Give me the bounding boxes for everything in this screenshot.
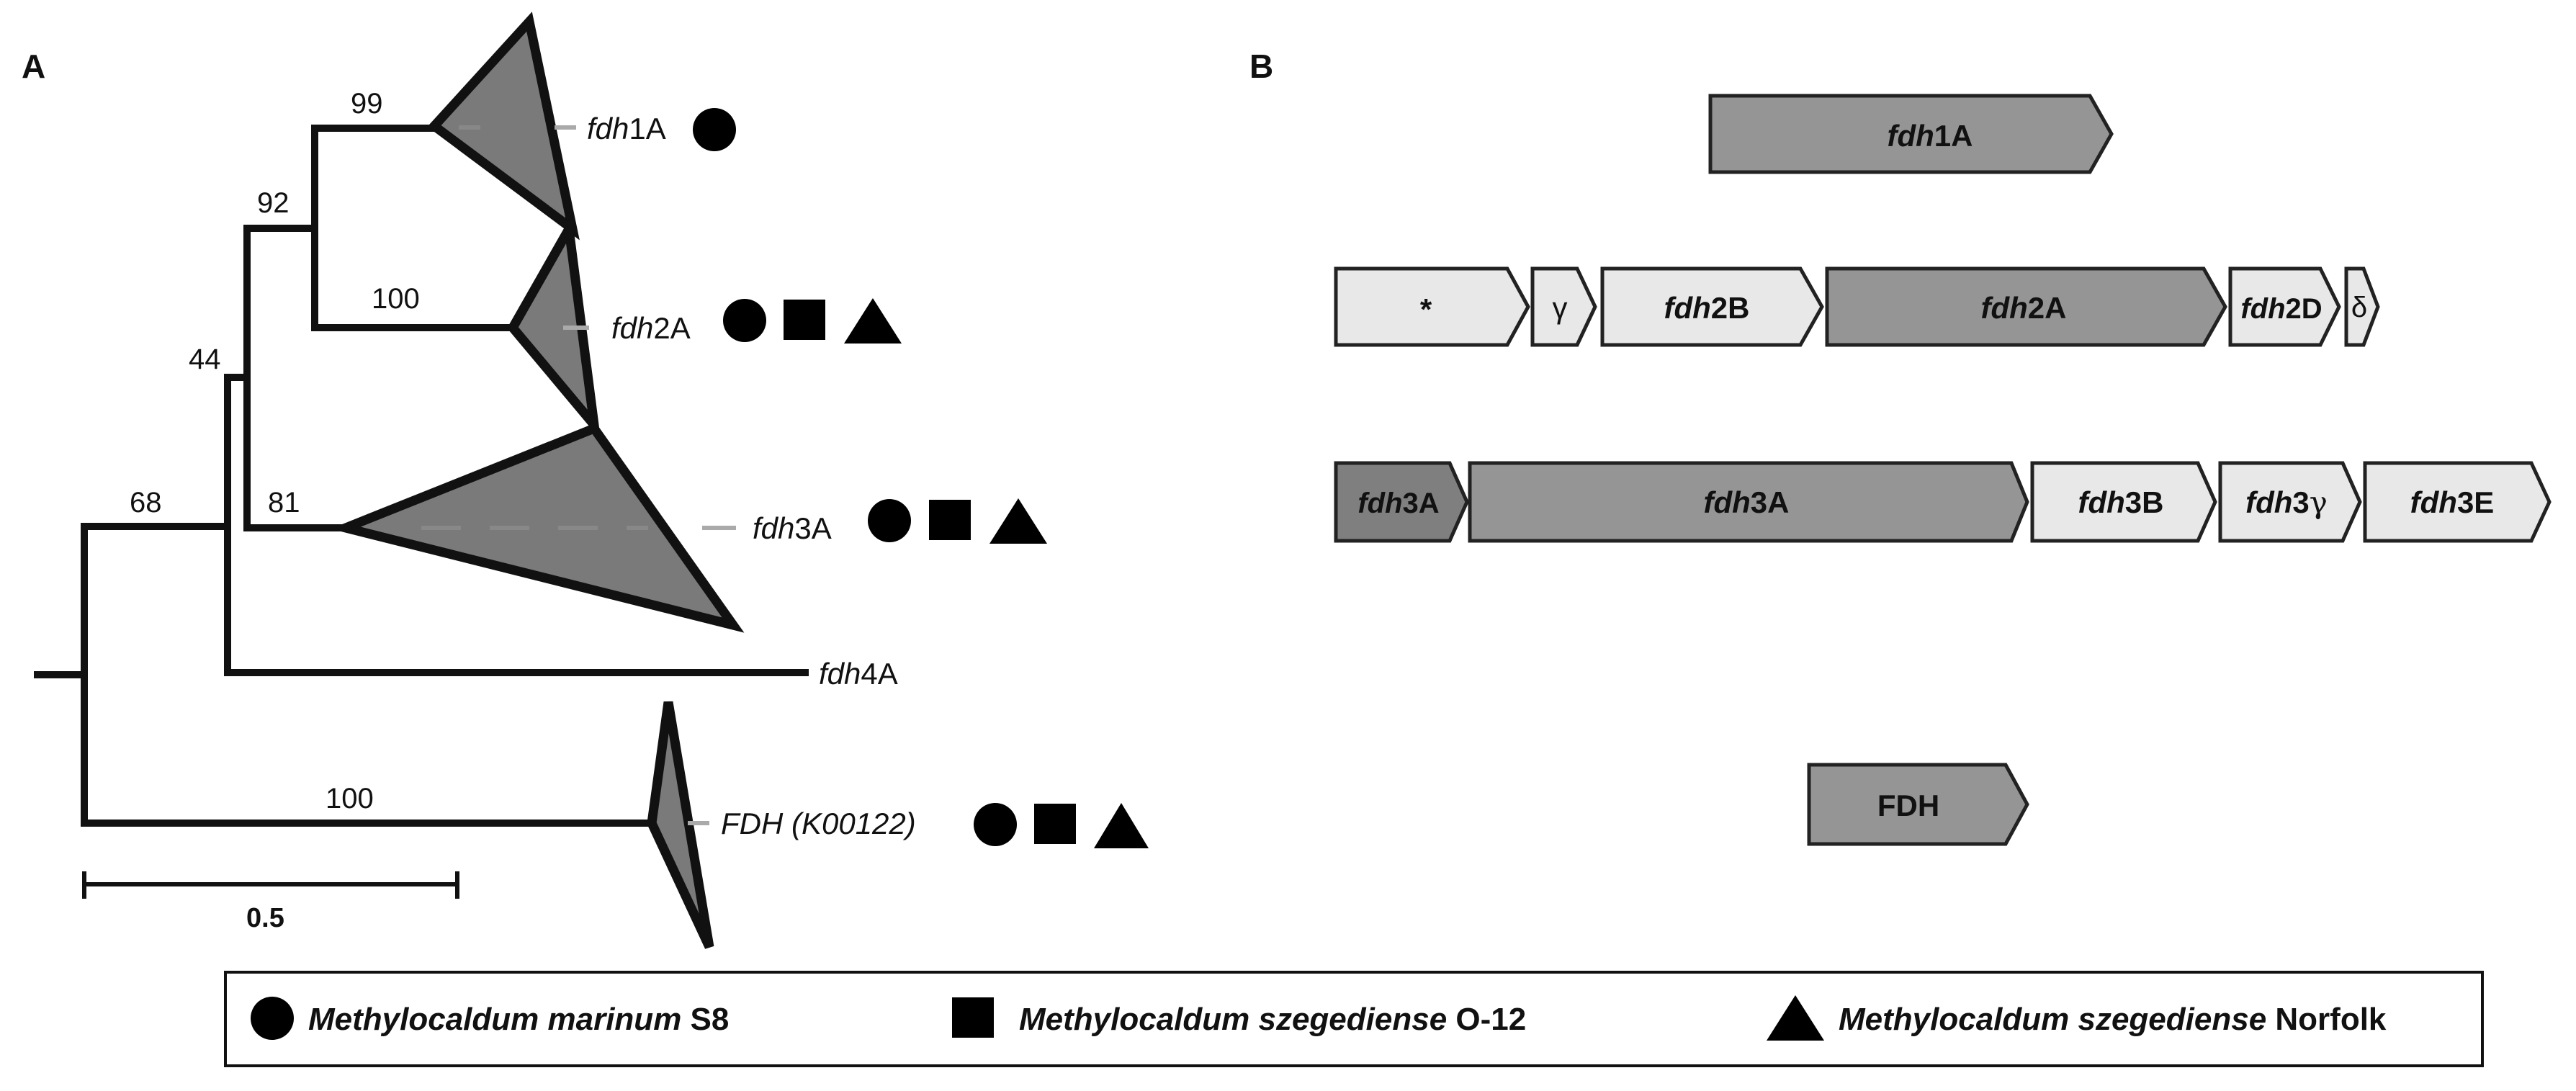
svg-text:fdh3E: fdh3E	[2410, 485, 2495, 519]
gene-clusters: fdh1A * γ fdh2B fdh2A fdh2D δ	[1334, 94, 2552, 846]
svg-text:FDH: FDH	[1877, 789, 1939, 822]
gene-fdh3-gamma: fdh3γ	[2218, 461, 2362, 543]
svg-text:fdh2D: fdh2D	[2240, 293, 2322, 325]
species-markers	[693, 108, 1149, 848]
legend-item-szegediense-norfolk: Methylocaldum szegediense Norfolk	[1839, 1002, 2387, 1037]
gene-fdh1a: fdh1A	[1708, 94, 2114, 174]
scale-bar-label: 0.5	[246, 903, 284, 933]
collapsed-clades	[330, 12, 745, 949]
bootstrap-81: 81	[268, 487, 300, 518]
scale-bar	[82, 871, 459, 899]
legend-item-szegediense-o12: Methylocaldum szegediense O-12	[1019, 1002, 1526, 1037]
gene-fdh3b: fdh3B	[2030, 461, 2217, 543]
clade-label-fdh3a: fdh3A	[753, 511, 832, 545]
gene-gamma: γ	[1530, 266, 1597, 347]
legend-item-marinum: Methylocaldum marinum S8	[308, 1002, 729, 1037]
marker-circle-fdh3a	[868, 499, 911, 542]
legend-circle-icon	[251, 997, 294, 1040]
phylogenetic-tree	[34, 125, 809, 827]
svg-text:fdh2B: fdh2B	[1664, 291, 1750, 325]
gene-fdh3a: fdh3A	[1468, 461, 2029, 543]
clade-label-fdh4a: fdh4A	[819, 657, 898, 691]
marker-circle-fdh	[974, 803, 1017, 846]
clade-triangle-fdh3a	[330, 423, 745, 633]
gene-fdh2a: fdh2A	[1825, 266, 2227, 347]
legend-square-icon	[952, 997, 994, 1038]
bootstrap-100-fdh2: 100	[372, 283, 420, 315]
marker-circle-fdh2a	[723, 299, 766, 342]
marker-square-fdh2a	[784, 300, 825, 340]
gene-star: *	[1334, 266, 1530, 347]
gene-fdh3e: fdh3E	[2363, 461, 2552, 543]
marker-triangle-fdh3a	[989, 498, 1047, 544]
bootstrap-labels: 99 92 100 44 68 81 100	[130, 88, 420, 814]
gene-delta: δ	[2344, 266, 2380, 347]
clade-label-fdh: FDH (K00122)	[721, 807, 916, 840]
marker-square-fdh	[1034, 804, 1076, 844]
svg-text:fdh2A: fdh2A	[1981, 291, 2067, 325]
clade-label-fdh1a: fdh1A	[587, 112, 666, 145]
svg-text:δ: δ	[2351, 292, 2367, 323]
clade-label-fdh2a: fdh2A	[611, 311, 691, 345]
svg-text:fdh3γ: fdh3γ	[2245, 485, 2328, 520]
bootstrap-68: 68	[130, 487, 162, 518]
legend: Methylocaldum marinum S8 Methylocaldum s…	[224, 971, 2484, 1067]
bootstrap-44: 44	[189, 344, 221, 375]
gene-fdh3a-small: fdh3A	[1334, 461, 1469, 543]
svg-text:*: *	[1420, 292, 1432, 326]
panel-label-a: A	[22, 48, 45, 85]
clade-triangle-fdh1a	[427, 12, 580, 241]
clade-labels: fdh1A fdh2A fdh3A fdh4A FDH (K00122)	[587, 112, 916, 840]
marker-square-fdh3a	[929, 500, 971, 540]
svg-text:γ: γ	[1553, 291, 1568, 325]
panel-label-b: B	[1249, 48, 1273, 85]
marker-circle-fdh1a	[693, 108, 736, 151]
legend-box	[224, 971, 2484, 1067]
svg-text:fdh1A: fdh1A	[1888, 119, 1973, 153]
bootstrap-99: 99	[351, 88, 383, 120]
bootstrap-100-fdh: 100	[326, 783, 374, 814]
gene-fdh2d: fdh2D	[2228, 266, 2341, 347]
svg-text:fdh3A: fdh3A	[1704, 485, 1790, 519]
legend-triangle-icon	[1767, 995, 1824, 1041]
bootstrap-92: 92	[257, 187, 290, 219]
clade-dashes	[421, 125, 736, 825]
gene-fdh2b: fdh2B	[1600, 266, 1824, 347]
svg-text:fdh3B: fdh3B	[2078, 485, 2164, 519]
svg-text:fdh3A: fdh3A	[1357, 488, 1439, 519]
gene-fdh: FDH	[1807, 763, 2029, 846]
marker-triangle-fdh	[1094, 803, 1149, 848]
marker-triangle-fdh2a	[844, 298, 902, 344]
